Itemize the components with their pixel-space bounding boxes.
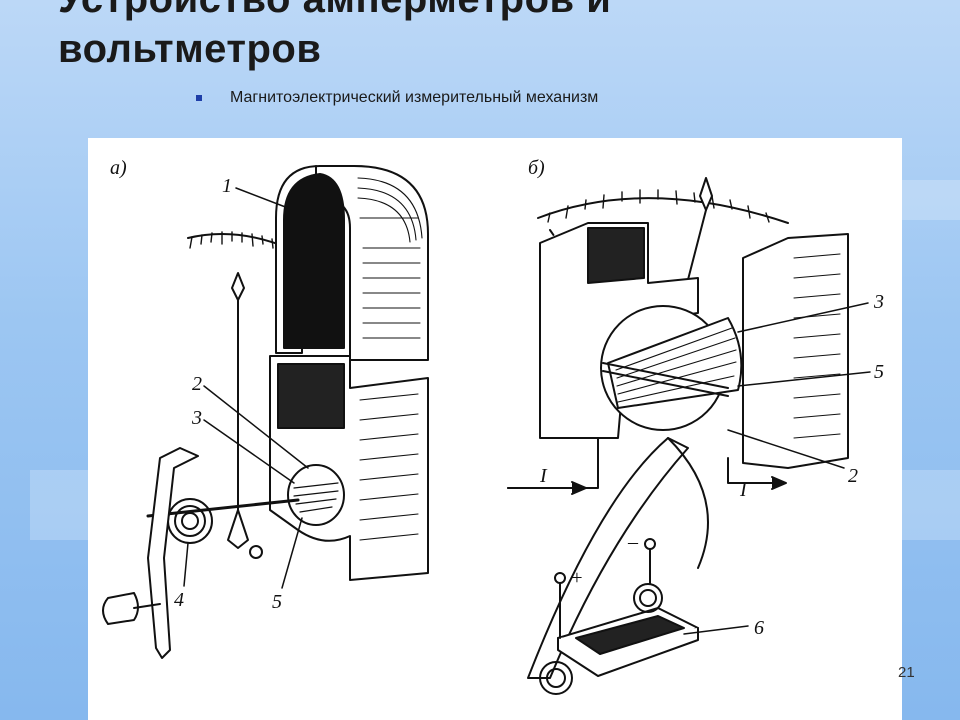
callout-b-5: 5 [874,361,884,383]
callout-a-4: 4 [174,589,184,611]
current-out-wire [727,457,779,484]
diagram-svg: а) б) 1 2 3 4 5 3 5 2 6 I I + – [102,157,884,695]
scale-arc-b [537,197,789,224]
callout-a-5: 5 [272,591,282,613]
pointer-tip-b [699,177,713,211]
pole-piece-shadow [277,363,345,429]
title-line-2: вольтметров [58,27,322,71]
axle-a [146,498,300,518]
current-label-in: I [539,465,548,487]
spring-bottom [539,661,573,695]
title-line-1: Устройство амперметров и [58,0,611,21]
right-pole-piece [742,233,849,469]
scale-ticks-b [547,189,770,223]
callout-b-3: 3 [873,291,884,313]
coil-frame-a [287,464,345,526]
plus-sign: + [570,567,584,589]
spring-top [633,583,663,613]
bullet-text: Магнитоэлектрический измерительный механ… [230,89,599,106]
slide-title: Устройство амперметров и вольтметров [58,0,611,74]
callout-a-3: 3 [191,407,202,429]
lower-hatching [359,393,419,541]
mechanism-diagram: а) б) 1 2 3 4 5 3 5 2 6 I I + – [88,138,902,720]
callout-a-1: 1 [222,175,232,197]
bullet-item: Магнитоэлектрический измерительный механ… [196,89,598,107]
corrector-lever [147,447,199,659]
panel-b-label: б) [528,157,545,179]
callout-b-2: 2 [848,465,858,487]
callout-b-6: 6 [754,617,764,639]
page-number: 21 [898,664,915,681]
bullet-icon [196,95,202,101]
current-in-wire [507,437,599,489]
magnet-hatching [357,177,423,339]
coil-frame-b [607,317,743,409]
callout-a-2: 2 [192,373,202,395]
pointer-tip-a [231,272,245,301]
zoom-arrow [527,437,689,679]
current-label-out: I [739,479,748,501]
magnet-inner-shadow [283,173,345,349]
panel-a-label: а) [110,157,127,179]
minus-sign: – [627,531,639,553]
corrector-knob [102,592,139,625]
